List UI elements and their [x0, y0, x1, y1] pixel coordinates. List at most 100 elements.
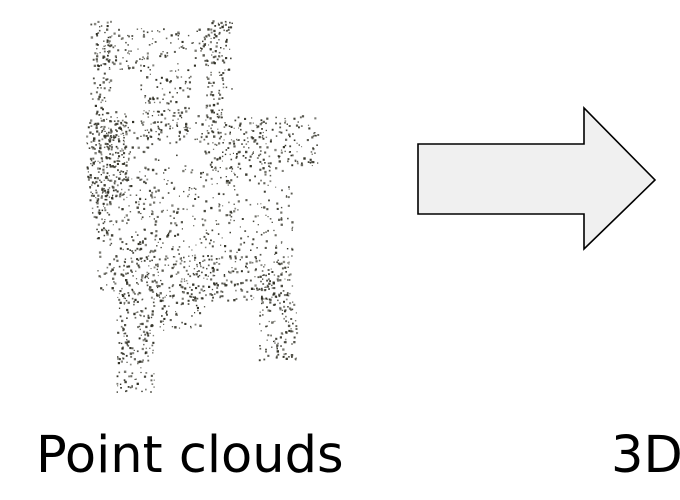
- cloud-point: [286, 248, 289, 250]
- cloud-point: [287, 217, 289, 220]
- cloud-point: [231, 282, 233, 284]
- cloud-point: [159, 326, 161, 328]
- cloud-point: [278, 156, 280, 159]
- cloud-point: [99, 52, 101, 54]
- cloud-point: [224, 122, 226, 124]
- cloud-point: [258, 288, 261, 291]
- cloud-point: [161, 121, 163, 123]
- cloud-point: [198, 28, 201, 31]
- cloud-point: [144, 175, 146, 177]
- cloud-point: [216, 116, 219, 118]
- cloud-point: [123, 333, 125, 335]
- cloud-point: [123, 137, 125, 139]
- cloud-point: [164, 296, 166, 298]
- cloud-point: [247, 235, 249, 238]
- cloud-point: [143, 207, 146, 210]
- cloud-point: [121, 219, 124, 222]
- cloud-point: [102, 119, 105, 122]
- cloud-point: [272, 303, 275, 306]
- cloud-point: [145, 339, 148, 342]
- cloud-point: [102, 81, 105, 84]
- cloud-point: [165, 78, 168, 81]
- cloud-point: [135, 270, 137, 272]
- cloud-point: [106, 39, 109, 42]
- cloud-point: [238, 139, 240, 141]
- cloud-point: [225, 176, 227, 178]
- cloud-point: [98, 275, 101, 278]
- cloud-point: [90, 163, 92, 165]
- cloud-point: [207, 132, 210, 135]
- cloud-point: [215, 282, 218, 285]
- cloud-point: [287, 256, 289, 258]
- cloud-point: [247, 141, 249, 143]
- cloud-point: [213, 135, 216, 138]
- cloud-point: [146, 258, 149, 260]
- cloud-point: [226, 38, 228, 41]
- cloud-point: [126, 308, 129, 312]
- cloud-point: [96, 200, 99, 202]
- cloud-point: [135, 201, 138, 204]
- cloud-point: [226, 30, 228, 32]
- cloud-point: [229, 153, 231, 156]
- cloud-point: [202, 40, 204, 43]
- cloud-point: [212, 148, 215, 150]
- cloud-point: [231, 170, 233, 172]
- cloud-point: [276, 344, 279, 347]
- cloud-point: [210, 239, 212, 242]
- cloud-point: [129, 249, 131, 251]
- cloud-point: [160, 52, 163, 56]
- cloud-point: [262, 120, 265, 123]
- cloud-point: [240, 288, 242, 291]
- cloud-point: [234, 255, 237, 258]
- cloud-point: [128, 53, 130, 55]
- cloud-point: [146, 112, 149, 115]
- cloud-point: [89, 131, 92, 134]
- cloud-point: [152, 64, 155, 67]
- cloud-point: [132, 120, 135, 124]
- cloud-point: [266, 208, 269, 211]
- cloud-point: [138, 201, 140, 203]
- cloud-point: [115, 136, 117, 138]
- cloud-point: [101, 195, 103, 197]
- cloud-point: [142, 339, 145, 342]
- cloud-point: [91, 193, 94, 195]
- cloud-point: [135, 387, 138, 390]
- cloud-point: [144, 333, 147, 336]
- cloud-point: [169, 229, 172, 233]
- cloud-point: [194, 312, 196, 314]
- cloud-point: [291, 221, 294, 224]
- cloud-point: [142, 134, 146, 137]
- cloud-point: [250, 287, 254, 290]
- cloud-point: [96, 110, 99, 113]
- cloud-point: [188, 265, 190, 267]
- cloud-point: [121, 119, 124, 122]
- cloud-point: [107, 188, 110, 191]
- cloud-point: [119, 150, 122, 152]
- cloud-point: [153, 101, 156, 104]
- cloud-point: [156, 110, 159, 113]
- cloud-point: [217, 233, 220, 235]
- cloud-point: [191, 315, 193, 317]
- cloud-point: [119, 62, 122, 65]
- cloud-point: [163, 28, 165, 31]
- cloud-point: [208, 35, 211, 37]
- cloud-point: [288, 186, 290, 188]
- cloud-point: [166, 313, 168, 316]
- cloud-point: [127, 34, 129, 37]
- cloud-point: [262, 314, 264, 316]
- cloud-point: [203, 38, 206, 41]
- cloud-point: [150, 296, 153, 299]
- cloud-point: [218, 115, 221, 118]
- cloud-point: [168, 305, 170, 307]
- cloud-point: [290, 154, 292, 157]
- cloud-point: [289, 273, 292, 276]
- cloud-point: [125, 172, 128, 175]
- cloud-point: [104, 228, 107, 231]
- cloud-point: [161, 315, 163, 317]
- cloud-point: [115, 134, 118, 137]
- cloud-point: [115, 145, 118, 148]
- cloud-point: [97, 123, 100, 125]
- cloud-point: [115, 152, 117, 154]
- cloud-point: [95, 126, 98, 130]
- cloud-point: [138, 266, 141, 269]
